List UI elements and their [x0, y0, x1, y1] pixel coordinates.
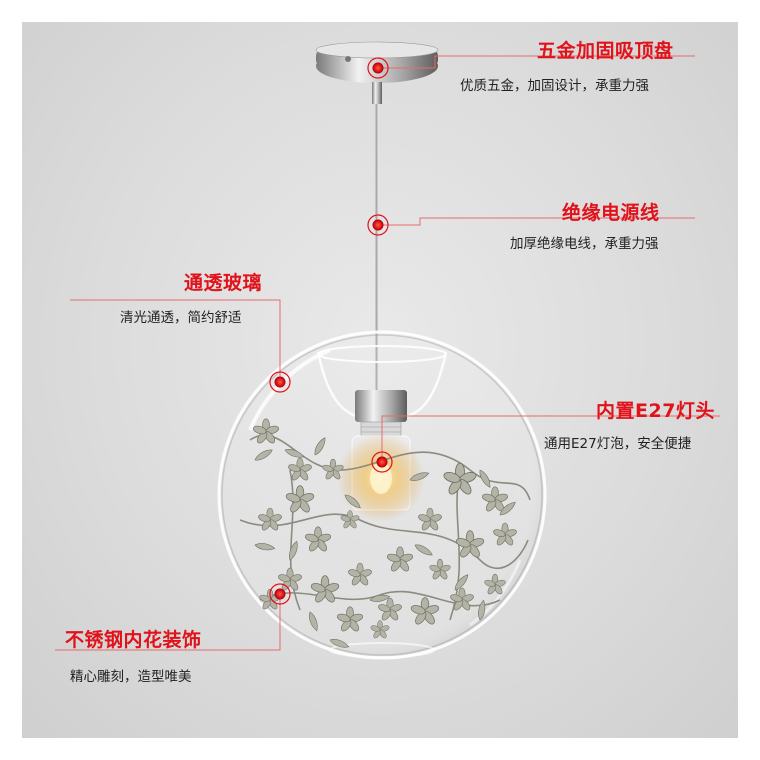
lamp-socket: [337, 390, 425, 522]
callout-mount-desc: 优质五金，加固设计，承重力强: [460, 78, 649, 94]
callout-cable-title: 绝缘电源线: [562, 202, 660, 224]
callout-flowers-title: 不锈钢内花装饰: [65, 629, 202, 651]
callout-markers: [269, 57, 393, 605]
callout-cable-desc: 加厚绝缘电线，承重力强: [510, 236, 659, 252]
product-photo-frame: 五金加固吸顶盘 优质五金，加固设计，承重力强 绝缘电源线 加厚绝缘电线，承重力强…: [22, 22, 738, 738]
stainless-flower-decoration: [239, 418, 531, 651]
callout-socket-desc: 通用E27灯泡，安全便捷: [544, 436, 692, 452]
callout-glass-desc: 清光通透，简约舒适: [120, 310, 242, 326]
callout-socket-title: 内置E27灯头: [596, 400, 715, 422]
ceiling-mount: [315, 41, 439, 104]
callout-mount-title: 五金加固吸顶盘: [537, 40, 674, 62]
pendant-lamp-illustration: [55, 41, 720, 660]
callout-flowers-desc: 精心雕刻，造型唯美: [70, 669, 192, 685]
callout-lines: [55, 55, 720, 651]
callout-glass-title: 通透玻璃: [184, 272, 263, 294]
